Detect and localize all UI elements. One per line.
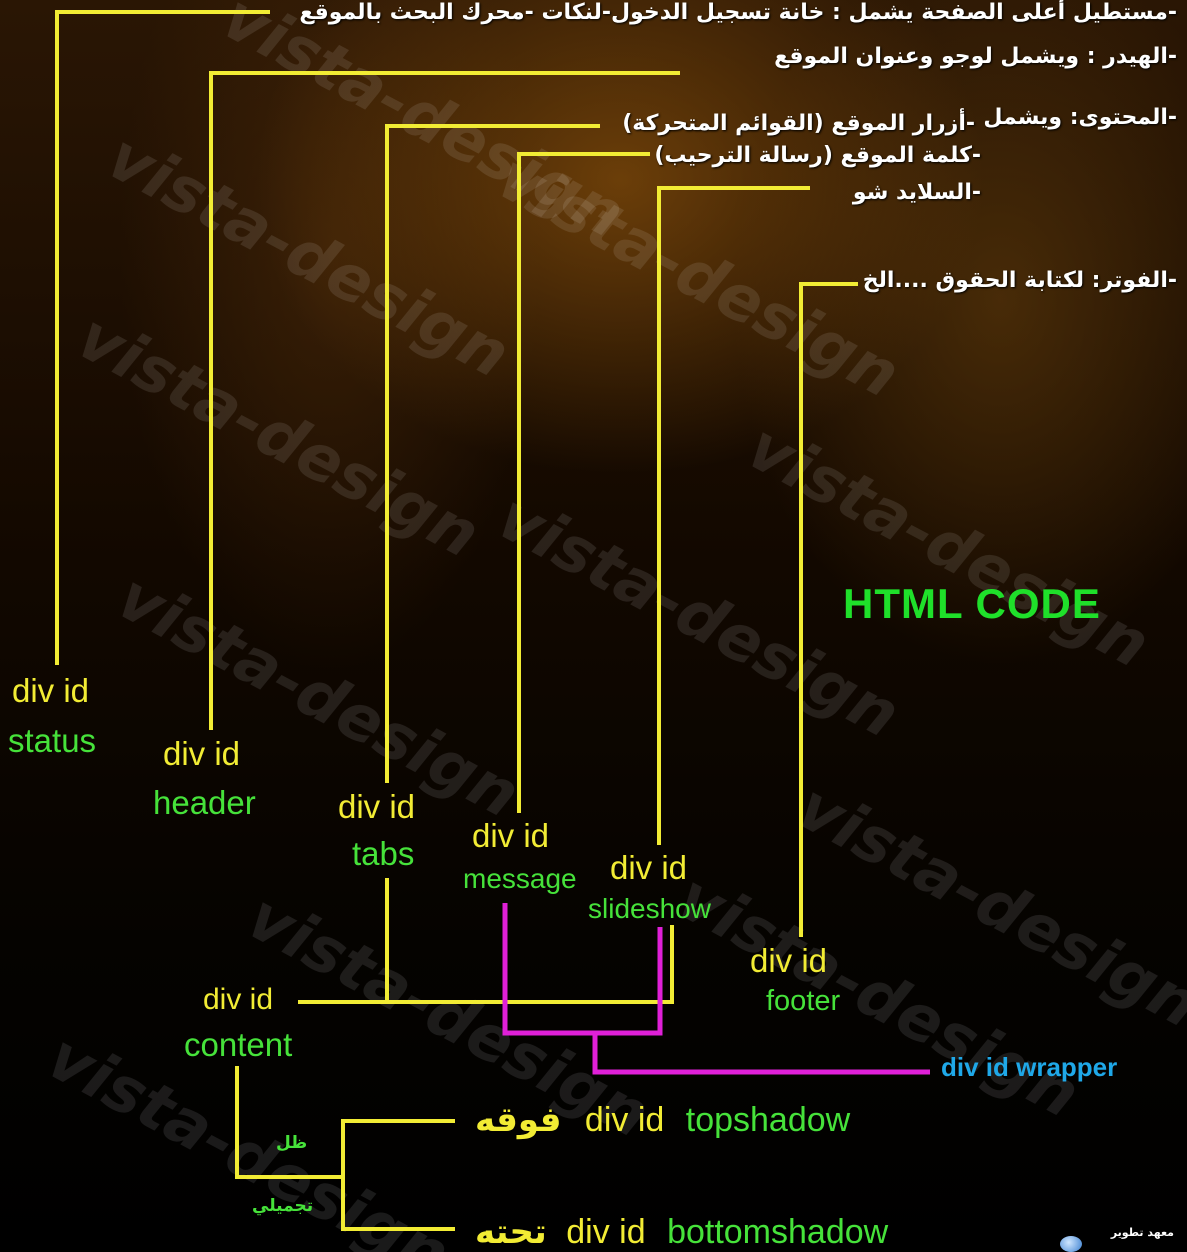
message-label: message [463,863,577,894]
tabs-label: tabs [352,835,415,872]
tabs-note: -أزرار الموقع (القوائم المتحركة) [622,111,975,136]
message-wrapper-connector [502,903,663,1036]
shadow-group-word-1: ظل [276,1133,308,1153]
topshadow-label: topshadow [685,1101,851,1139]
content-label: content [184,1026,293,1063]
diagram-title: HTML CODE [843,580,1101,627]
header-label: header [153,784,256,821]
tabs-prefix: div id [338,788,416,825]
footer-connector [799,282,858,937]
bottomshadow-label: bottomshadow [667,1213,889,1251]
slideshow-prefix: div id [610,849,688,886]
topshadow-prefix: div id [584,1101,665,1139]
content-connector [298,925,674,1004]
status-note: -مستطيل أعلى الصفحة يشمل : خانة تسجيل ال… [299,0,1177,25]
slideshow-note: -السلايد شو [852,180,981,205]
content-prefix: div id [203,983,274,1016]
topshadow-arabic: فوقه [475,1100,562,1140]
logo-text: معهد تطوير [1110,1226,1174,1239]
status-prefix: div id [12,672,90,709]
footer-note: -الفوتر: لكتابة الحقوق ....الخ [862,268,1177,293]
status-label: status [8,722,97,759]
header-prefix: div id [163,735,241,772]
footer-label: footer [766,985,841,1017]
content-note-title: -المحتوى: ويشمل [983,105,1177,130]
topshadow-connector [341,1119,455,1231]
bottomshadow-row: تحته div id bottomshadow [475,1212,888,1252]
slideshow-connector [657,186,810,845]
shadow-connector [235,1066,343,1179]
bottomshadow-prefix: div id [566,1213,646,1251]
slideshow-label: slideshow [588,893,711,924]
message-connector [517,152,650,813]
shadow-group-word-2: تجميلي [252,1196,314,1216]
footer-prefix: div id [750,942,828,979]
wrapper-connector [592,1033,930,1075]
site-logo: معهد تطوير [1060,1226,1180,1252]
header-note: -الهيدر : ويشمل لوجو وعنوان الموقع [774,44,1177,69]
message-prefix: div id [472,817,550,854]
bottomshadow-arabic: تحته [475,1212,547,1252]
tabs-connector [385,124,600,783]
header-connector [209,71,680,730]
status-connector [55,10,270,665]
globe-icon [1060,1236,1082,1252]
wrapper-label: div id wrapper [941,1052,1118,1082]
message-note: -كلمة الموقع (رسالة الترحيب) [654,143,981,168]
topshadow-row: فوقه div id topshadow [475,1100,850,1140]
